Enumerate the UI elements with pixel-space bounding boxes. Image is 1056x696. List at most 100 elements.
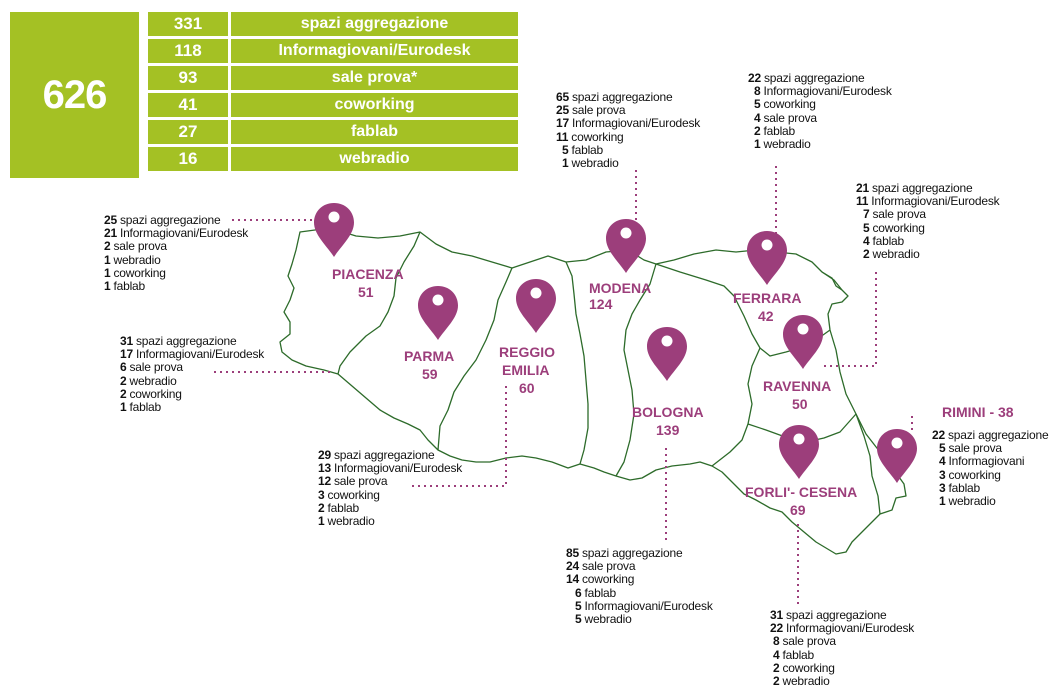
province-name-parma: PARMA xyxy=(404,348,455,364)
leader-ravenna xyxy=(820,272,877,367)
boundary-parma-reggio xyxy=(437,267,513,451)
map-pin-icon[interactable] xyxy=(515,278,557,334)
province-name-piacenza: PIACENZA xyxy=(332,266,404,282)
province-name-ferrara: FERRARA xyxy=(733,290,802,306)
map-pin-icon[interactable] xyxy=(646,326,688,382)
province-name-rimini: RIMINI - 38 xyxy=(942,404,1014,420)
province-name-bologna: BOLOGNA xyxy=(632,404,704,420)
province-name-reggio-2: EMILIA xyxy=(502,362,550,378)
summary-count: 331 xyxy=(148,12,228,36)
summary-count: 93 xyxy=(148,66,228,90)
summary-label: fablab xyxy=(231,120,518,144)
leader-reggio xyxy=(412,386,507,487)
map-pin-icon[interactable] xyxy=(778,424,820,480)
province-total-forli: 69 xyxy=(790,502,806,518)
province-name-ravenna: RAVENNA xyxy=(763,378,832,394)
summary-count: 27 xyxy=(148,120,228,144)
map-pin-icon[interactable] xyxy=(782,314,824,370)
boundary-piacenza-parma xyxy=(337,231,421,375)
map-pin-icon[interactable] xyxy=(605,218,647,274)
map-pin-icon[interactable] xyxy=(876,428,918,484)
summary-count: 118 xyxy=(148,39,228,63)
boundary-reggio-modena xyxy=(565,261,589,465)
province-total-parma: 59 xyxy=(422,366,438,382)
summary-label: Informagiovani/Eurodesk xyxy=(231,39,518,63)
map-pin-icon[interactable] xyxy=(313,202,355,258)
summary-count: 41 xyxy=(148,93,228,117)
summary-label: sale prova* xyxy=(231,66,518,90)
summary-label: spazi aggregazione xyxy=(231,12,518,36)
summary-label: webradio xyxy=(231,147,518,171)
province-total-ferrara: 42 xyxy=(758,308,774,324)
boundary-forli-rimini xyxy=(855,413,881,515)
summary-count: 16 xyxy=(148,147,228,171)
province-total-bologna: 139 xyxy=(656,422,680,438)
map-pin-icon[interactable] xyxy=(417,285,459,341)
province-name-modena: MODENA xyxy=(589,280,652,296)
province-total-ravenna: 50 xyxy=(792,396,808,412)
total-count: 626 xyxy=(10,12,139,178)
boundary-modena-bologna xyxy=(615,263,657,477)
province-name-reggio: REGGIO xyxy=(499,344,556,360)
region-outline xyxy=(279,227,907,555)
map-pin-icon[interactable] xyxy=(746,230,788,286)
province-total-modena: 124 xyxy=(589,296,613,312)
coast-detail xyxy=(821,271,843,291)
